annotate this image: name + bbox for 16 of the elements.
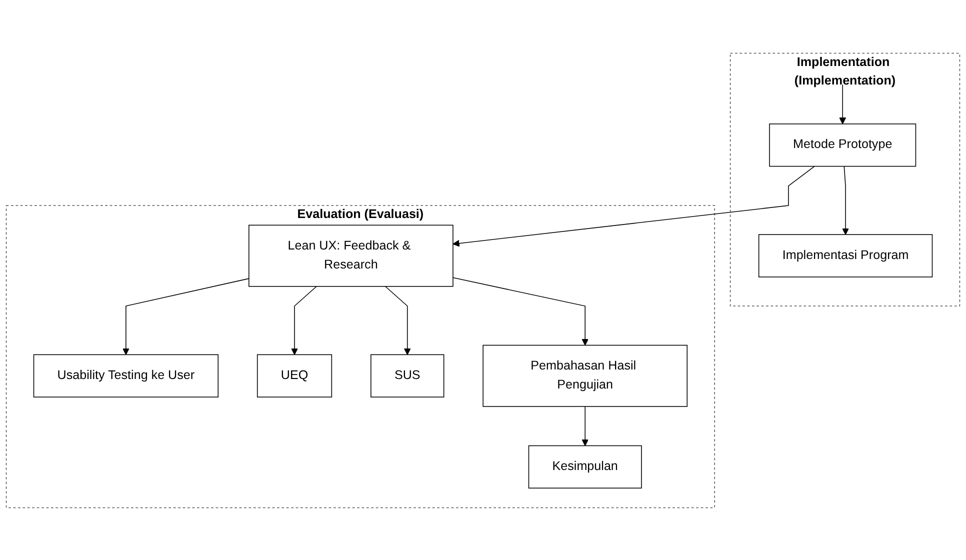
arrow [291, 286, 317, 354]
arrow [582, 406, 589, 446]
arrow [839, 84, 846, 124]
node-box: Lean UX: Feedback & Research [248, 224, 454, 286]
node-box: Usability Testing ke User [33, 354, 218, 397]
node-box: Metode Prototype [769, 123, 916, 166]
node-box: SUS [370, 354, 444, 397]
arrow [452, 165, 815, 246]
arrow [452, 276, 589, 346]
arrow [842, 165, 849, 234]
node-box: Kesimpulan [528, 444, 642, 488]
node-box: Implementasi Program [758, 234, 933, 277]
arrow [122, 278, 250, 354]
arrow [384, 286, 411, 354]
node-box: Pembahasan Hasil Pengujian [482, 344, 688, 406]
node-box: UEQ [256, 354, 332, 397]
